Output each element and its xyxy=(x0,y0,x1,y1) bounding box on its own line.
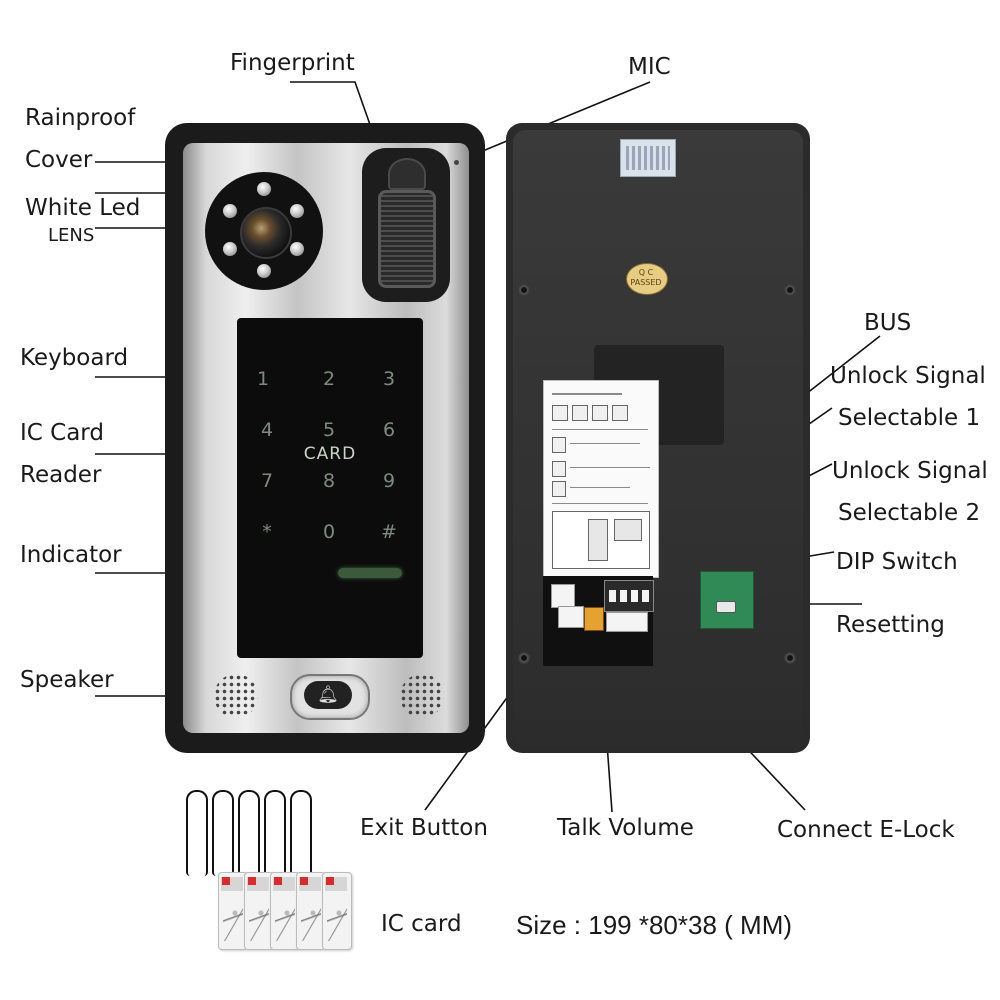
reset-board xyxy=(700,571,754,629)
lanyard xyxy=(264,790,286,876)
camera-lens xyxy=(240,207,292,259)
bus-terminal xyxy=(551,584,575,608)
key-6[interactable]: 6 xyxy=(382,419,396,441)
white-led xyxy=(257,264,271,278)
label-connect-elock: Connect E-Lock xyxy=(777,817,955,843)
keypad: 1 2 3 4 5 6 7 8 9 * 0 # xyxy=(237,318,423,658)
white-led xyxy=(290,204,304,218)
talk-volume-knob[interactable] xyxy=(584,607,604,631)
label-ic-card-bottom: IC card xyxy=(381,911,462,937)
key-3[interactable]: 3 xyxy=(382,368,396,390)
qr-sticker xyxy=(620,139,676,177)
ic-card-fob xyxy=(244,872,274,950)
mounting-screw xyxy=(784,652,796,664)
elock-terminal xyxy=(606,612,648,632)
card-reader-mark: CARD xyxy=(303,444,357,464)
reset-button[interactable] xyxy=(716,601,736,613)
label-mic: MIC xyxy=(628,54,671,80)
label-exit-button: Exit Button xyxy=(360,815,488,841)
lanyard xyxy=(186,790,208,876)
label-cover: Cover xyxy=(25,147,93,173)
bell-icon: 🔔︎ xyxy=(317,685,339,705)
key-hash[interactable]: # xyxy=(381,521,397,543)
key-4[interactable]: 4 xyxy=(260,419,274,441)
mounting-screw xyxy=(518,652,530,664)
label-talk-volume: Talk Volume xyxy=(557,815,694,841)
ic-card-fob xyxy=(322,872,352,950)
label-keyboard: Keyboard xyxy=(20,345,129,371)
label-resetting: Resetting xyxy=(836,612,945,638)
key-1[interactable]: 1 xyxy=(256,368,270,390)
label-rainproof: Rainproof xyxy=(25,105,136,131)
label-speaker: Speaker xyxy=(20,667,114,693)
size-spec: Size : 199 *80*38 ( MM) xyxy=(516,910,793,940)
wiring-diagram-sticker xyxy=(543,380,659,578)
ic-card-fob xyxy=(270,872,300,950)
mounting-screw xyxy=(784,284,796,296)
white-led xyxy=(223,204,237,218)
key-2[interactable]: 2 xyxy=(322,368,336,390)
key-0[interactable]: 0 xyxy=(322,521,336,543)
speaker-grille-right xyxy=(400,674,444,718)
exit-button-terminal xyxy=(558,606,584,628)
white-led xyxy=(257,182,271,196)
label-dip-switch: DIP Switch xyxy=(836,549,958,575)
mounting-screw xyxy=(518,284,530,296)
qc-passed-text: Q C PASSED xyxy=(626,268,666,288)
qc-passed-seal xyxy=(626,263,668,295)
ic-card-fob xyxy=(296,872,326,950)
label-selectable-1: Selectable 1 xyxy=(838,405,981,431)
lanyard xyxy=(290,790,312,876)
indicator-light xyxy=(338,568,402,578)
label-unlock-signal-2: Unlock Signal xyxy=(832,458,988,484)
label-indicator: Indicator xyxy=(20,542,122,568)
key-7[interactable]: 7 xyxy=(260,470,274,492)
label-ic-card: IC Card xyxy=(20,420,104,446)
key-8[interactable]: 8 xyxy=(322,470,336,492)
dip-switch[interactable] xyxy=(604,580,654,612)
key-9[interactable]: 9 xyxy=(382,470,396,492)
fingerprint-window xyxy=(388,158,426,190)
label-bus: BUS xyxy=(864,310,912,336)
key-star[interactable]: * xyxy=(262,521,272,543)
label-fingerprint: Fingerprint xyxy=(230,50,355,76)
doorbell-button-inner xyxy=(304,681,352,709)
lanyard xyxy=(212,790,234,876)
leader-mic xyxy=(455,81,651,163)
label-white-led: White Led xyxy=(25,195,141,221)
white-led xyxy=(223,242,237,256)
fingerprint-sensor[interactable] xyxy=(378,190,436,288)
lanyard xyxy=(238,790,260,876)
label-unlock-signal-1: Unlock Signal xyxy=(830,363,986,389)
white-led xyxy=(290,242,304,256)
label-reader: Reader xyxy=(20,462,102,488)
key-5[interactable]: 5 xyxy=(322,419,336,441)
qc-line-1: Q C xyxy=(638,268,654,277)
label-selectable-2: Selectable 2 xyxy=(838,500,981,526)
qc-line-2: PASSED xyxy=(630,278,662,287)
speaker-grille-left xyxy=(214,674,258,718)
label-lens: LENS xyxy=(48,225,95,246)
mic-hole xyxy=(454,160,459,165)
